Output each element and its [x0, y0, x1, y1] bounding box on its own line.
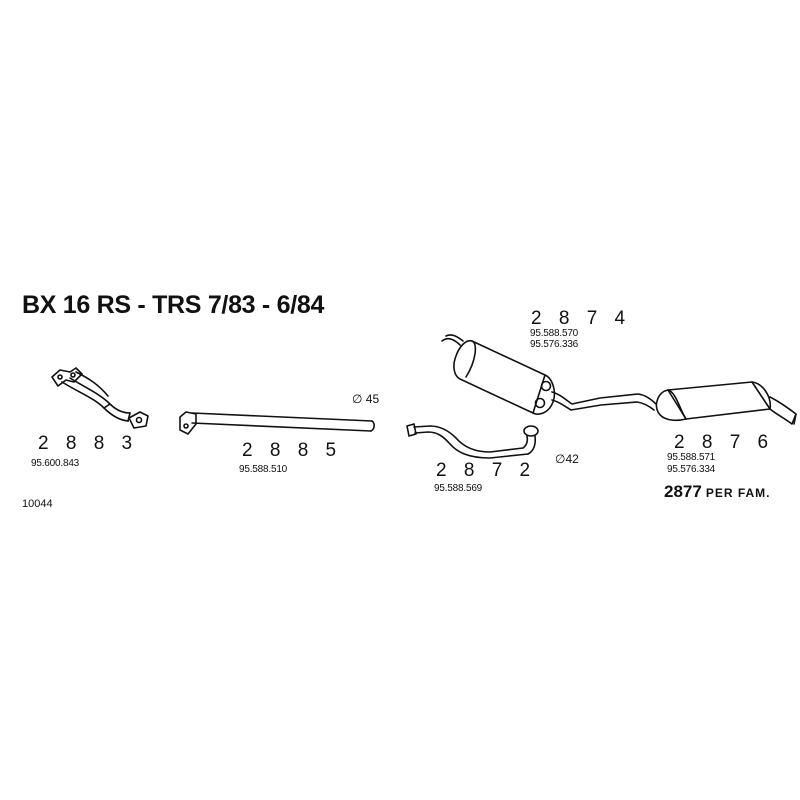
family-part-text: PER FAM. — [705, 486, 771, 500]
part-ref-2876-a: 95.588.571 — [667, 452, 716, 463]
part-number-2876: 2 8 7 6 — [674, 432, 775, 453]
part-number-2885: 2 8 8 5 — [242, 440, 343, 461]
diameter-2885: ∅ 45 — [352, 392, 380, 406]
part-ref-2874-b: 95.576.336 — [530, 339, 579, 350]
downpipe-2883-drawing — [51, 367, 149, 429]
part-number-2874: 2 8 7 4 — [531, 308, 632, 329]
diagram-title: BX 16 RS - TRS 7/83 - 6/84 — [22, 291, 325, 319]
family-part-number: 2877 — [664, 482, 702, 501]
part-ref-2883: 95.600.843 — [31, 458, 80, 469]
silencer-2876-drawing — [655, 381, 797, 425]
part-ref-2874-a: 95.588.570 — [530, 328, 579, 339]
pipe-2872-drawing — [406, 423, 539, 459]
diameter-2872: ∅42 — [555, 452, 579, 466]
silencer-2874-drawing — [441, 334, 657, 415]
part-number-2872: 2 8 7 2 — [436, 460, 537, 481]
pipe-2885-drawing — [179, 411, 375, 435]
part-ref-2885: 95.588.510 — [239, 464, 288, 475]
part-ref-2876-b: 95.576.334 — [667, 464, 716, 475]
part-ref-2872: 95.588.569 — [434, 483, 483, 494]
catalog-code: 10044 — [22, 498, 53, 510]
part-number-2883: 2 8 8 3 — [38, 433, 139, 454]
